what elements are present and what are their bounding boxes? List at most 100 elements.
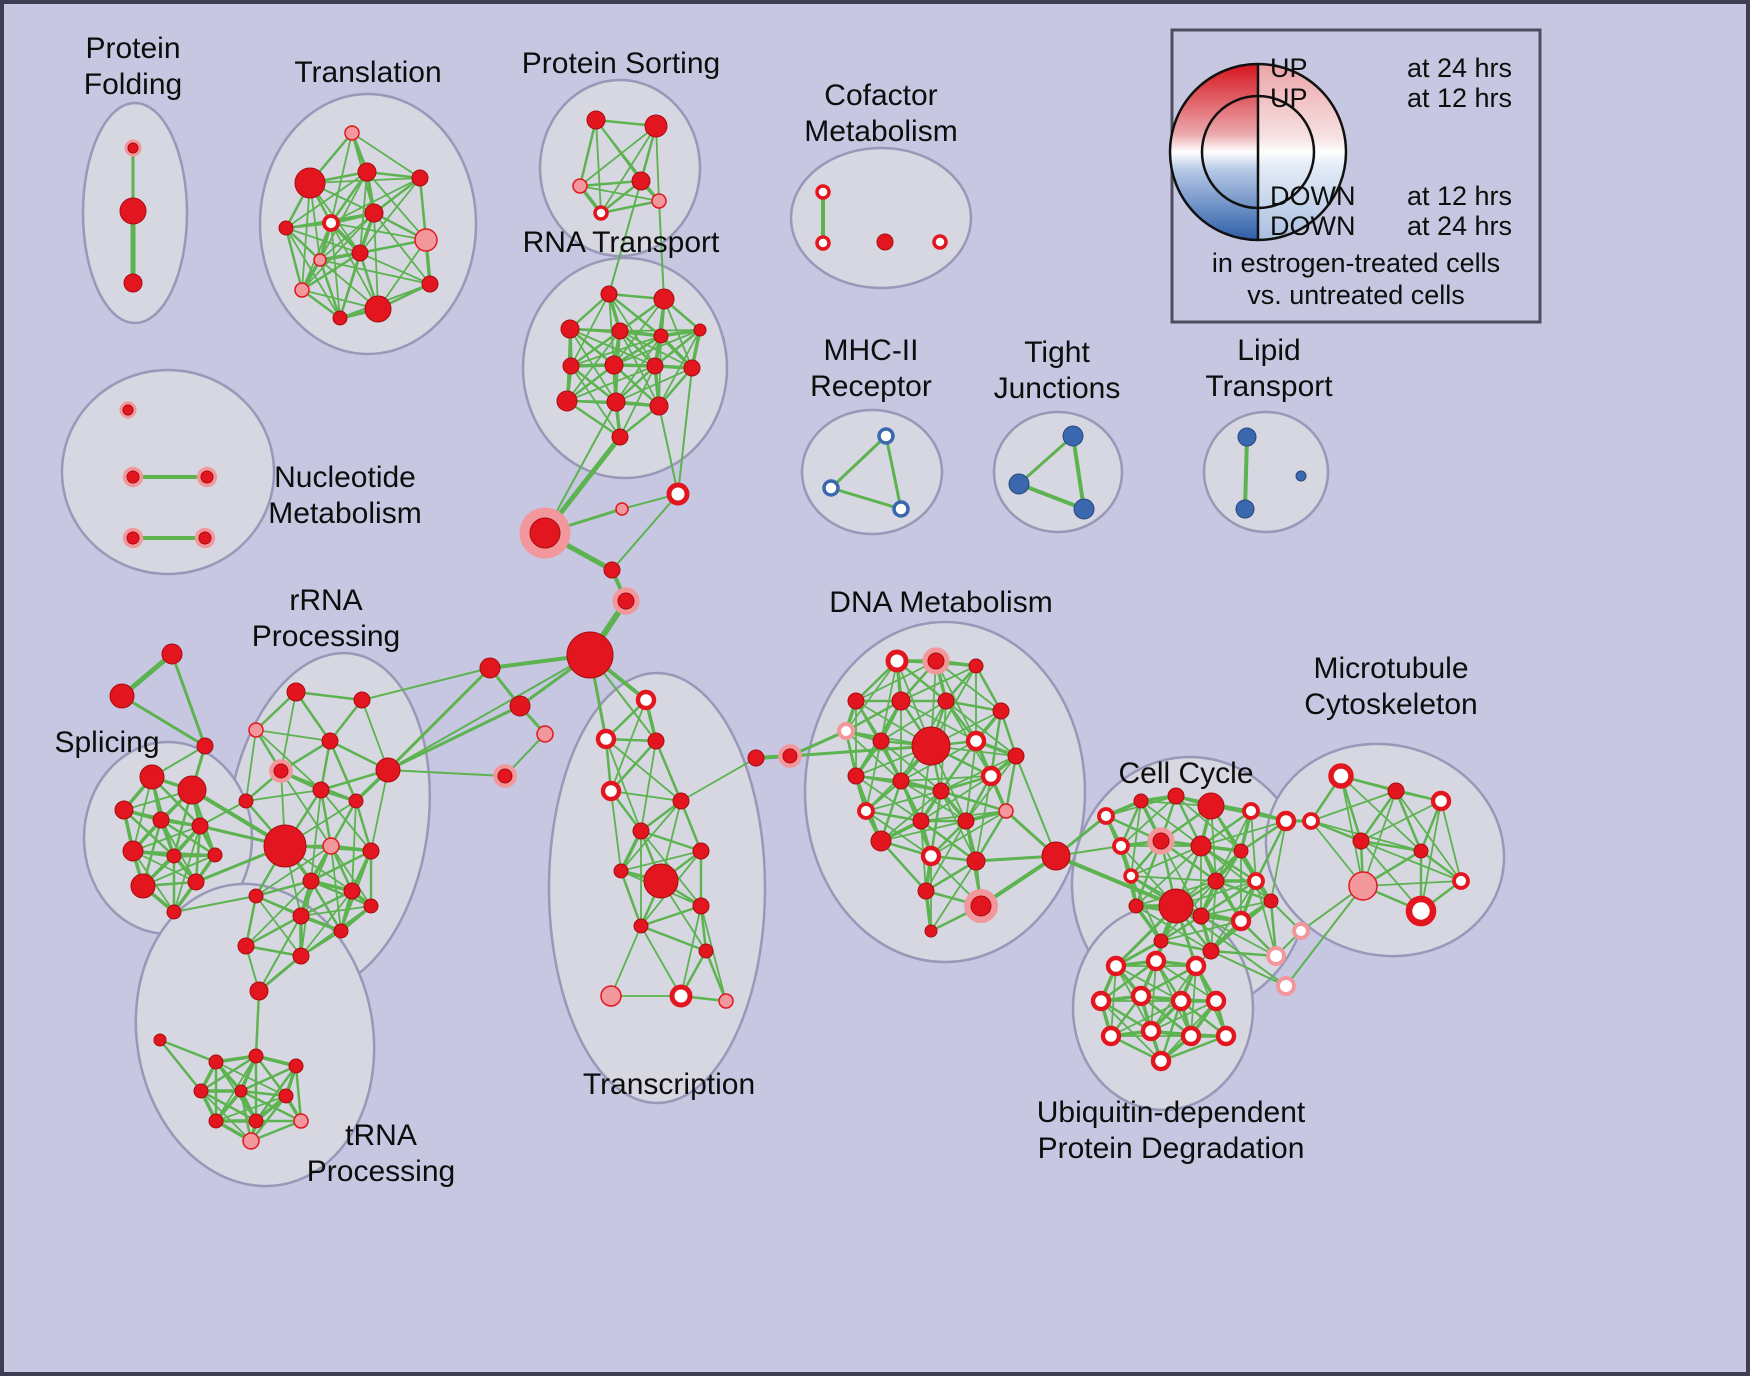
gene-node-tn10 — [248, 1113, 264, 1129]
edge-rr4-rr8 — [328, 739, 358, 803]
gene-node-bb3 — [519, 507, 571, 559]
gene-node-tn7 — [234, 1084, 248, 1098]
network-nodes-layer — [109, 110, 1470, 1150]
gene-node-ub4 — [1090, 990, 1112, 1012]
gene-node-dm3 — [968, 658, 984, 674]
edge-tl9-tl14 — [318, 258, 342, 320]
edge-dm18-dm20 — [880, 820, 967, 842]
gene-node-tj1 — [1062, 425, 1084, 447]
gene-node-mh3 — [892, 500, 910, 518]
gene-node-dm2 — [922, 647, 950, 675]
edge-rt3-rt8 — [569, 328, 656, 367]
edge-tn11-tn12 — [249, 1119, 303, 1143]
edge-dm19-dm22 — [974, 809, 1008, 863]
gene-node-ub1 — [1105, 955, 1127, 977]
gene-node-rt2 — [653, 288, 675, 310]
gene-node-dm14 — [980, 765, 1002, 787]
gene-node-dm1 — [885, 649, 909, 673]
gene-node-tn2 — [153, 1033, 167, 1047]
cluster-label-microtubule-cytoskeleton: Cytoskeleton — [1304, 688, 1477, 721]
gene-node-sp2 — [177, 775, 207, 805]
gene-node-sp8 — [130, 873, 156, 899]
edge-dm2-dm4 — [855, 660, 937, 702]
gene-node-tc11 — [692, 897, 710, 915]
edge-rr18-rr19 — [244, 944, 303, 958]
edge-dm13-dm20 — [879, 779, 903, 843]
gene-node-tl3 — [357, 162, 377, 182]
gene-node-ps6 — [651, 193, 667, 209]
edge-ub2-ub4 — [1099, 959, 1158, 1003]
edge-rt5-rt6 — [570, 335, 662, 367]
gene-node-tl4 — [411, 169, 429, 187]
gene-node-rt10 — [556, 390, 578, 412]
cluster-ellipse-lipid-transport — [1202, 410, 1330, 534]
edge-ps4-rt1 — [608, 180, 642, 295]
edge-rr2-rr4 — [328, 698, 364, 743]
edge-tc2-tc6 — [605, 738, 682, 802]
edge-tl4-tl7 — [372, 176, 422, 215]
edge-lt1-lt2 — [1243, 435, 1249, 511]
gene-node-tn8 — [278, 1088, 294, 1104]
gene-node-rt11 — [606, 392, 626, 412]
gene-node-mt3 — [1430, 790, 1452, 812]
edge-cc12-cc17 — [1214, 879, 1273, 903]
gene-node-cc7 — [1112, 837, 1130, 855]
edge-tc3-tc6 — [654, 739, 683, 803]
gene-node-lt2 — [1235, 499, 1255, 519]
gene-node-sp10 — [166, 904, 182, 920]
edge-rr14-rr19 — [255, 895, 302, 957]
edge-rt9-rt11 — [615, 367, 693, 403]
gene-node-rr12 — [302, 872, 320, 890]
cluster-label-translation: Translation — [294, 56, 441, 89]
cluster-label-rrna-processing: Processing — [252, 620, 400, 653]
edge-tl5-tl11 — [284, 226, 304, 292]
edge-tc6-tc8 — [679, 799, 703, 853]
gene-node-mt2 — [1387, 782, 1405, 800]
edge-ub11-ub12 — [1159, 1034, 1228, 1063]
gene-node-rr5 — [375, 757, 401, 783]
gene-node-cc16 — [1230, 910, 1252, 932]
edge-ps6-rt2 — [658, 200, 665, 300]
gene-node-rt3 — [560, 319, 580, 339]
gene-node-rt8 — [646, 357, 664, 375]
gene-node-dm18 — [957, 812, 975, 830]
edge-tl4-tl6 — [330, 177, 421, 224]
gene-node-mh2 — [822, 479, 840, 497]
gene-node-mh1 — [877, 427, 895, 445]
edge-tn1-tn4 — [254, 989, 261, 1058]
gene-node-tc15 — [669, 984, 693, 1008]
edge-tc6-tc10 — [620, 800, 682, 872]
gene-node-nm3 — [196, 466, 218, 488]
gene-node-rt5 — [653, 328, 669, 344]
gene-node-dm13 — [892, 772, 910, 790]
cluster-ellipse-cofactor-metabolism — [789, 146, 973, 290]
edge-tc8-tc10 — [620, 850, 702, 872]
gene-node-st3 — [196, 737, 214, 755]
gene-node-tc14 — [600, 985, 622, 1007]
gene-node-tn1 — [249, 981, 269, 1001]
gene-node-hub1 — [566, 631, 614, 679]
edge-rr5-rr11 — [370, 769, 389, 852]
legend-down-12-time: at 12 hrs — [1407, 181, 1512, 211]
edge-tl7-tl11 — [301, 212, 375, 291]
gene-node-dmh — [911, 726, 951, 766]
edge-dm11-dm18 — [965, 755, 1017, 822]
edge-ps3-ps4 — [578, 179, 643, 188]
gene-node-dm15 — [932, 782, 950, 800]
edge-st2-st3 — [120, 694, 207, 748]
gene-node-dm17 — [912, 812, 930, 830]
edge-tl3-tl5 — [285, 171, 368, 229]
gene-node-tc2 — [595, 728, 617, 750]
gene-node-tl13 — [421, 275, 439, 293]
edge-tc5-tc10 — [610, 790, 622, 872]
gene-node-ub3 — [1185, 955, 1207, 977]
legend-caption-line2: vs. untreated cells — [1247, 280, 1465, 310]
gene-node-bb6 — [479, 657, 501, 679]
gene-node-rr2 — [353, 691, 371, 709]
gene-node-nm4 — [122, 527, 144, 549]
gene-node-dm23 — [917, 882, 935, 900]
edge-tl6-tl8 — [330, 222, 427, 241]
